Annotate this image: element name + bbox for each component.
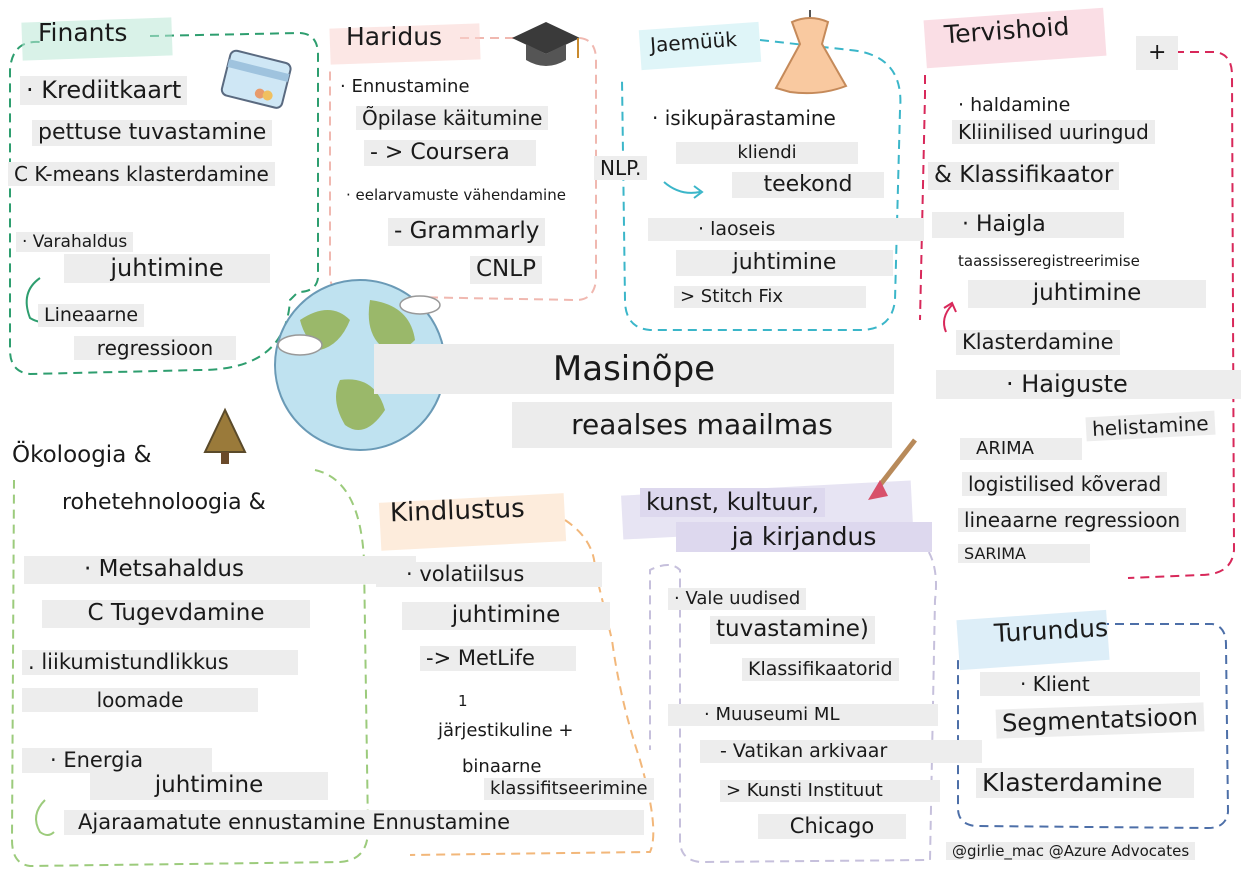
dress-icon xyxy=(774,10,848,95)
health-item: · haldamine xyxy=(958,94,1071,116)
health-item: Klasterdamine xyxy=(956,330,1120,356)
health-item: ARIMA xyxy=(960,438,1082,460)
tree-icon xyxy=(203,407,247,464)
paintbrush-icon xyxy=(868,438,917,500)
art-item: - Vatikan arkivaar xyxy=(700,740,982,763)
education-item: - Grammarly xyxy=(388,218,546,246)
ecology-item: C Tugevdamine xyxy=(42,600,310,628)
graduation-cap-icon xyxy=(512,22,580,66)
health-item: taassisseregistreerimise xyxy=(958,252,1140,270)
insurance-item: järjestikuline + xyxy=(438,720,574,741)
art-header: ja kirjandus xyxy=(676,522,932,552)
insurance-item: -> MetLife xyxy=(420,646,576,672)
art-item: · Vale uudised xyxy=(668,588,807,610)
health-item: logistilised kõverad xyxy=(962,472,1168,496)
health-item: lineaarne regressioon xyxy=(958,508,1187,532)
retail-item: > Stitch Fix xyxy=(674,286,866,308)
ecology-item: Ajaraamatute ennustamine Ennustamine xyxy=(64,810,644,836)
ecology-header: Ökoloogia & xyxy=(12,442,152,468)
finance-header: Finants xyxy=(38,18,128,47)
marketing-border xyxy=(957,623,1230,830)
finance-item: · Varahaldus xyxy=(16,232,134,253)
main-title: Masinõpe xyxy=(374,344,894,394)
finance-item: juhtimine xyxy=(64,254,270,283)
education-item: CNLP xyxy=(470,256,542,284)
retail-border xyxy=(621,39,902,331)
arrow-icon xyxy=(35,799,55,836)
art-item: tuvastamine) xyxy=(710,616,875,644)
retail-item: NLP. xyxy=(594,156,648,180)
globe-icon xyxy=(274,279,446,451)
education-item: · Ennustamine xyxy=(340,76,470,97)
finance-item: Lineaarne xyxy=(38,304,145,327)
marketing-item: Klasterdamine xyxy=(976,768,1194,798)
finance-item: · Krediitkaart xyxy=(20,76,188,105)
ecology-item: · Energia xyxy=(22,748,212,774)
insurance-border xyxy=(409,519,655,856)
insurance-item: juhtimine xyxy=(402,602,610,630)
health-item: · Haigla xyxy=(932,212,1124,239)
insurance-item: binaarne xyxy=(462,756,542,777)
education-item: - > Coursera xyxy=(364,140,536,167)
finance-item: C K-means klasterdamine xyxy=(8,162,275,186)
retail-item: kliendi xyxy=(676,142,858,164)
ecology-item: . liikumistundlikkus xyxy=(22,650,298,676)
marketing-header: Turundus xyxy=(993,613,1109,648)
ecology-border xyxy=(10,469,370,868)
insurance-header: Kindlustus xyxy=(389,493,526,529)
insurance-item: klassifitseerimine xyxy=(484,778,654,800)
art-item: Chicago xyxy=(758,814,906,840)
education-item: Õpilase käitumine xyxy=(356,106,549,130)
ecology-item: loomade xyxy=(22,688,258,712)
finance-item: pettuse tuvastamine xyxy=(32,120,273,147)
retail-item: · laoseis xyxy=(648,218,924,241)
insurance-item: 1 xyxy=(458,692,468,710)
finance-item: regressioon xyxy=(74,336,236,360)
education-header: Haridus xyxy=(346,22,443,51)
main-subtitle: reaalses maailmas xyxy=(512,402,892,448)
art-item: Klassifikaatorid xyxy=(742,658,899,681)
retail-item: juhtimine xyxy=(676,250,893,277)
art-border xyxy=(649,539,937,864)
retail-item: · isikupärastamine xyxy=(652,106,836,130)
art-item: · Muuseumi ML xyxy=(668,704,938,726)
ecology-item: rohetehnoloogia & xyxy=(62,490,266,515)
health-item: juhtimine xyxy=(968,280,1206,308)
health-item: & Klassifikaator xyxy=(928,162,1120,190)
education-item: · eelarvamuste vähendamine xyxy=(346,186,566,204)
health-item: Kliinilised uuringud xyxy=(952,120,1155,144)
art-header: kunst, kultuur, xyxy=(640,488,826,517)
arrow-icon xyxy=(663,181,704,199)
health-item: SARIMA xyxy=(958,544,1090,564)
insurance-item: · volatiilsus xyxy=(376,562,602,588)
credit-text: @girlie_mac @Azure Advocates xyxy=(946,842,1196,860)
ecology-item: juhtimine xyxy=(90,772,328,800)
ecology-item: · Metsahaldus xyxy=(24,556,416,584)
credit-card-icon xyxy=(220,49,292,109)
retail-item: teekond xyxy=(732,172,884,199)
art-item: > Kunsti Instituut xyxy=(720,780,940,802)
arrow-icon xyxy=(943,301,957,333)
finance-border xyxy=(9,31,319,376)
health-item: · Haiguste xyxy=(936,370,1241,399)
health-plus: + xyxy=(1136,36,1179,71)
marketing-item: · Klient xyxy=(980,672,1200,696)
health-border xyxy=(919,51,1236,579)
